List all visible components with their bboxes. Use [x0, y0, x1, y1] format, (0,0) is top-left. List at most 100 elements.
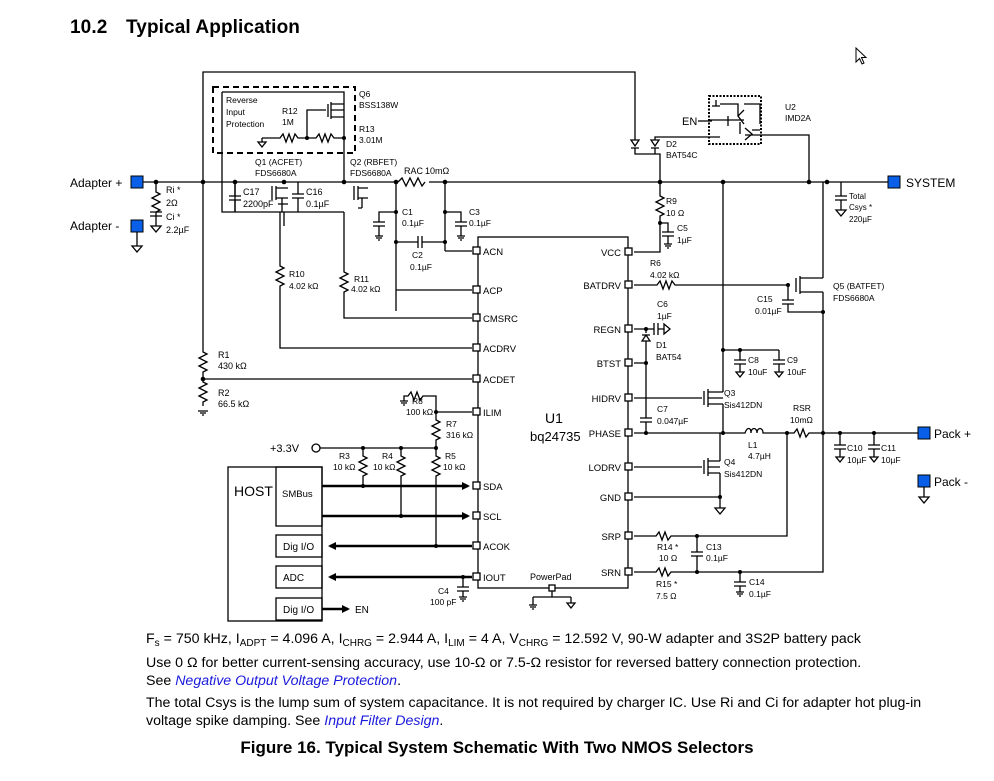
protection-label-2: Input — [226, 107, 246, 117]
pin-acdrv — [472, 343, 481, 352]
pin-acok — [472, 541, 481, 550]
figure-caption: Figure 16. Typical System Schematic With… — [240, 738, 754, 757]
r3-value: 10 kΩ — [333, 462, 355, 472]
r14-value: 10 Ω — [659, 553, 677, 563]
host-adc-label: ADC — [283, 573, 304, 584]
c11-value: 10µF — [881, 455, 901, 465]
r11-ref: R11 — [354, 274, 369, 284]
c1-value: 0.1µF — [402, 218, 424, 228]
l1-rsr — [634, 427, 918, 439]
pack-plus-terminal — [917, 426, 931, 440]
d2-ref: D2 — [666, 139, 677, 149]
c7-ref: C7 — [657, 404, 668, 414]
pin-label-iout: IOUT — [483, 573, 506, 584]
c10-value: 10µF — [847, 455, 867, 465]
pin-label-lodrv: LODRV — [588, 463, 621, 474]
q6-mosfet — [306, 102, 344, 138]
u2-part: IMD2A — [785, 113, 811, 123]
r11-cmsrc-wire — [338, 230, 472, 319]
rsr-value: 10mΩ — [790, 415, 813, 425]
c4-ref: C4 — [438, 586, 449, 596]
c3-ref: C3 — [469, 207, 480, 217]
q2-ref: Q2 (RBFET) — [350, 157, 397, 167]
c16-value: 0.1µF — [306, 199, 330, 209]
c15-ref: C15 — [757, 294, 773, 304]
schematic-diagram: Adapter + Adapter - SYSTEM Ri * 2Ω Ci * … — [70, 71, 971, 622]
negative-output-voltage-protection-link[interactable]: Negative Output Voltage Protection — [175, 673, 398, 689]
r11-value: 4.02 kΩ — [351, 284, 381, 294]
r13-ref: R13 — [359, 124, 375, 134]
c17-capacitor — [229, 182, 241, 212]
q1-part: FDS6680A — [255, 168, 297, 178]
host-smbus-block — [275, 466, 323, 527]
adapter-minus-terminal — [130, 219, 144, 233]
c9-value: 10uF — [787, 367, 806, 377]
d2-part: BAT54C — [666, 150, 698, 160]
u1-ref: U1 — [545, 410, 563, 426]
pin-label-acdet: ACDET — [483, 375, 515, 386]
pin-label-acn: ACN — [483, 247, 503, 258]
rsr-ref: RSR — [793, 403, 811, 413]
q6-ref: Q6 — [359, 89, 371, 99]
c8-value: 10uF — [748, 367, 767, 377]
d1-c7 — [634, 329, 652, 433]
sensing-note: Use 0 Ω for better current-sensing accur… — [146, 655, 862, 689]
r7-ref: R7 — [446, 419, 457, 429]
pin-label-acdrv: ACDRV — [483, 344, 517, 355]
ground-icon — [917, 487, 931, 505]
r14-ref: R14 * — [657, 542, 679, 552]
sensing-note-text: Use 0 Ω for better current-sensing accur… — [146, 655, 862, 671]
u2-transistor-pair — [710, 100, 810, 182]
u2-ref: U2 — [785, 102, 796, 112]
powerpad-pin — [548, 584, 556, 592]
q3-mosfet — [634, 389, 724, 433]
c5-ref: C5 — [677, 223, 688, 233]
host-adc-block — [275, 565, 323, 589]
pin-ilim — [472, 407, 481, 416]
v33-label: +3.3V — [270, 443, 300, 455]
pin-btst — [624, 358, 633, 367]
r15-ref: R15 * — [656, 579, 678, 589]
r12-value: 1M — [282, 117, 294, 127]
r12-ref: R12 — [282, 106, 298, 116]
q1-ref: Q1 (ACFET) — [255, 157, 302, 167]
csys-label-2: Csys * — [849, 203, 872, 212]
v33-source-node — [311, 443, 321, 453]
q5-part: FDS6680A — [833, 293, 875, 303]
r1-ref: R1 — [218, 350, 230, 360]
host-digio-block-1 — [275, 534, 323, 558]
c2-ref: C2 — [412, 250, 423, 260]
pack-minus-label: Pack - — [934, 475, 968, 489]
c13-ref: C13 — [706, 542, 722, 552]
section-title: Typical Application — [126, 17, 300, 38]
u2-en-label: EN — [682, 116, 697, 128]
pin-label-srp: SRP — [601, 532, 621, 543]
c11-ref: C11 — [881, 443, 896, 453]
pin-label-vcc: VCC — [601, 248, 621, 259]
powerpad-label: PowerPad — [530, 572, 572, 582]
c16-capacitor — [292, 182, 304, 212]
r10-acdrv-wire — [274, 212, 472, 349]
pin-label-phase: PHASE — [589, 429, 621, 440]
c6-value: 1µF — [657, 311, 672, 321]
input-filter-design-link[interactable]: Input Filter Design — [324, 713, 440, 729]
pin-batdrv — [624, 280, 633, 289]
c1-capacitor — [373, 211, 396, 241]
r10-ref: R10 — [289, 269, 305, 279]
r4-value: 10 kΩ — [373, 462, 395, 472]
c2-capacitor — [396, 236, 445, 248]
csys-note-text: The total Csys is the lump sum of system… — [146, 695, 922, 729]
c9-ref: C9 — [787, 355, 798, 365]
pin-label-srn: SRN — [601, 568, 621, 579]
pin-label-btst: BTST — [597, 359, 621, 370]
pin-acdet — [472, 374, 481, 383]
c10-ref: C10 — [847, 443, 863, 453]
rac-ref: RAC — [404, 166, 424, 176]
c4-value: 100 pF — [430, 597, 456, 607]
r4-ref: R4 — [382, 451, 393, 461]
r15-value: 7.5 Ω — [656, 591, 677, 601]
adapter-plus-label: Adapter + — [70, 176, 122, 190]
r2-ref: R2 — [218, 388, 230, 398]
